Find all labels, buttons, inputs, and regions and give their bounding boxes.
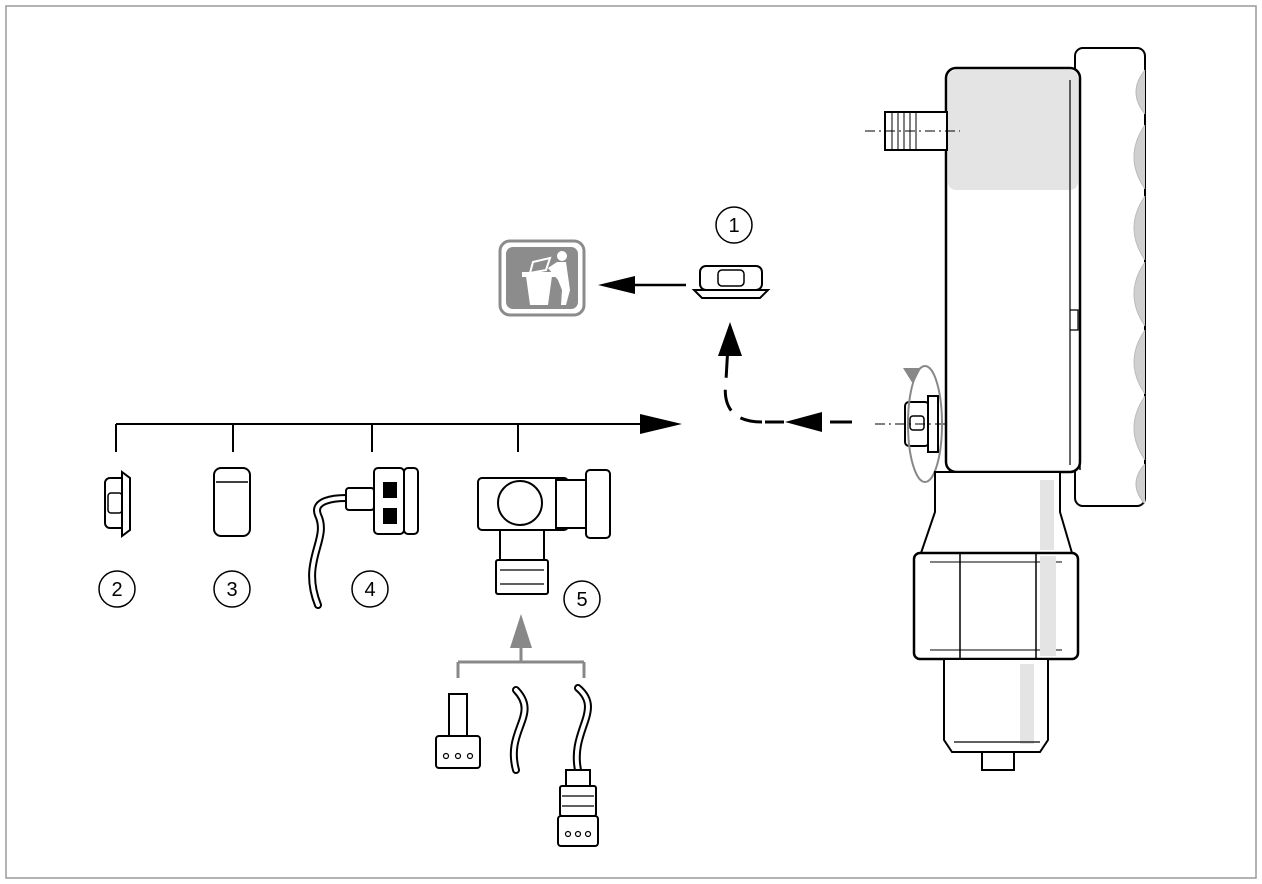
device-cooling-fins bbox=[1074, 47, 1146, 507]
removal-path bbox=[718, 322, 852, 432]
callout-5-label: 5 bbox=[576, 589, 587, 611]
option-protective-cap: 2 bbox=[98, 470, 136, 608]
option-blind-plug: 3 bbox=[213, 467, 251, 608]
rotation-arrow-icon bbox=[907, 365, 943, 483]
option-t-adapter: 5 bbox=[477, 469, 611, 618]
option-hose-connector: 4 bbox=[308, 467, 419, 609]
t-adapter-accessories bbox=[435, 614, 599, 847]
accessory-cable-connector bbox=[557, 684, 599, 847]
trash-disposal-icon bbox=[498, 239, 586, 317]
callout-2-label: 2 bbox=[111, 579, 122, 601]
process-connection bbox=[912, 471, 1080, 771]
callout-1-label: 1 bbox=[728, 215, 739, 237]
callout-1 bbox=[715, 206, 753, 244]
protective-cap bbox=[691, 265, 771, 299]
removed-protective-cap-group: 1 bbox=[598, 206, 771, 299]
callout-2 bbox=[98, 570, 136, 608]
replacement-options-bracket bbox=[115, 414, 682, 452]
accessory-plug bbox=[435, 693, 481, 769]
m12-connector bbox=[865, 111, 960, 151]
callout-3 bbox=[213, 570, 251, 608]
sensor-device bbox=[865, 47, 1146, 771]
callout-5 bbox=[563, 580, 601, 618]
diagram-border bbox=[5, 5, 1257, 879]
callout-4-label: 4 bbox=[364, 579, 375, 601]
accessory-hose bbox=[509, 686, 529, 774]
callout-4 bbox=[351, 570, 389, 608]
callout-3-label: 3 bbox=[226, 579, 237, 601]
installed-valve-connector bbox=[875, 365, 945, 483]
